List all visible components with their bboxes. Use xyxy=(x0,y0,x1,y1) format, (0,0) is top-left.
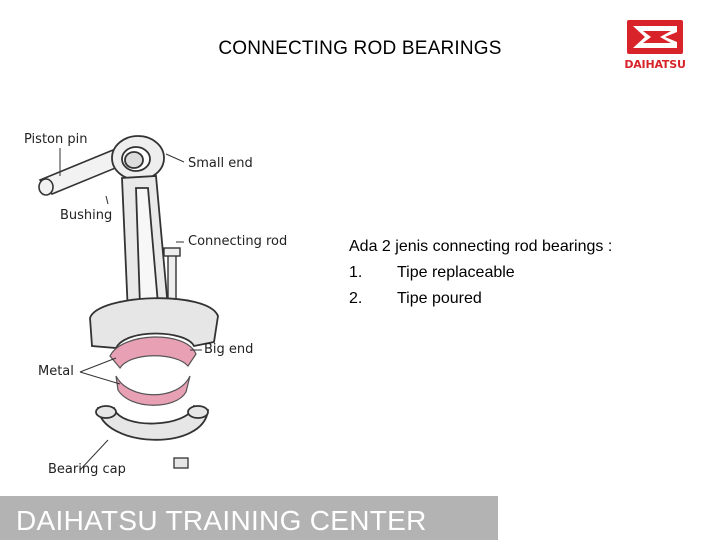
label-bushing: Bushing xyxy=(60,208,113,223)
label-connecting-rod: Connecting rod xyxy=(188,234,288,249)
connecting-rod-diagram: Piston pin Small end Bushing Connecting … xyxy=(18,118,318,488)
list-item: 2. Tipe poured xyxy=(349,286,612,312)
intro-text: Ada 2 jenis connecting rod bearings : xyxy=(349,238,613,255)
list-number: 2. xyxy=(349,290,363,307)
label-bearing-cap: Bearing cap xyxy=(48,462,126,477)
logo-text: DAIHATSU xyxy=(624,58,686,71)
label-piston-pin: Piston pin xyxy=(24,132,88,147)
bearing-types-text: Ada 2 jenis connecting rod bearings : 1.… xyxy=(349,234,612,312)
label-metal: Metal xyxy=(38,364,74,379)
connecting-rod-illustration xyxy=(38,135,219,471)
label-small-end: Small end xyxy=(188,156,253,171)
list-number: 1. xyxy=(349,264,363,281)
label-big-end: Big end xyxy=(204,342,254,357)
list-item: 1. Tipe replaceable xyxy=(349,260,612,286)
list-text: Tipe poured xyxy=(397,290,482,307)
footer-banner: DAIHATSU TRAINING CENTER xyxy=(0,496,498,540)
daihatsu-logo: DAIHATSU xyxy=(618,20,692,76)
list-text: Tipe replaceable xyxy=(397,264,515,281)
footer-text: DAIHATSU TRAINING CENTER xyxy=(16,505,427,536)
daihatsu-logo-icon xyxy=(627,20,683,54)
slide-title: CONNECTING ROD BEARINGS xyxy=(218,38,502,59)
